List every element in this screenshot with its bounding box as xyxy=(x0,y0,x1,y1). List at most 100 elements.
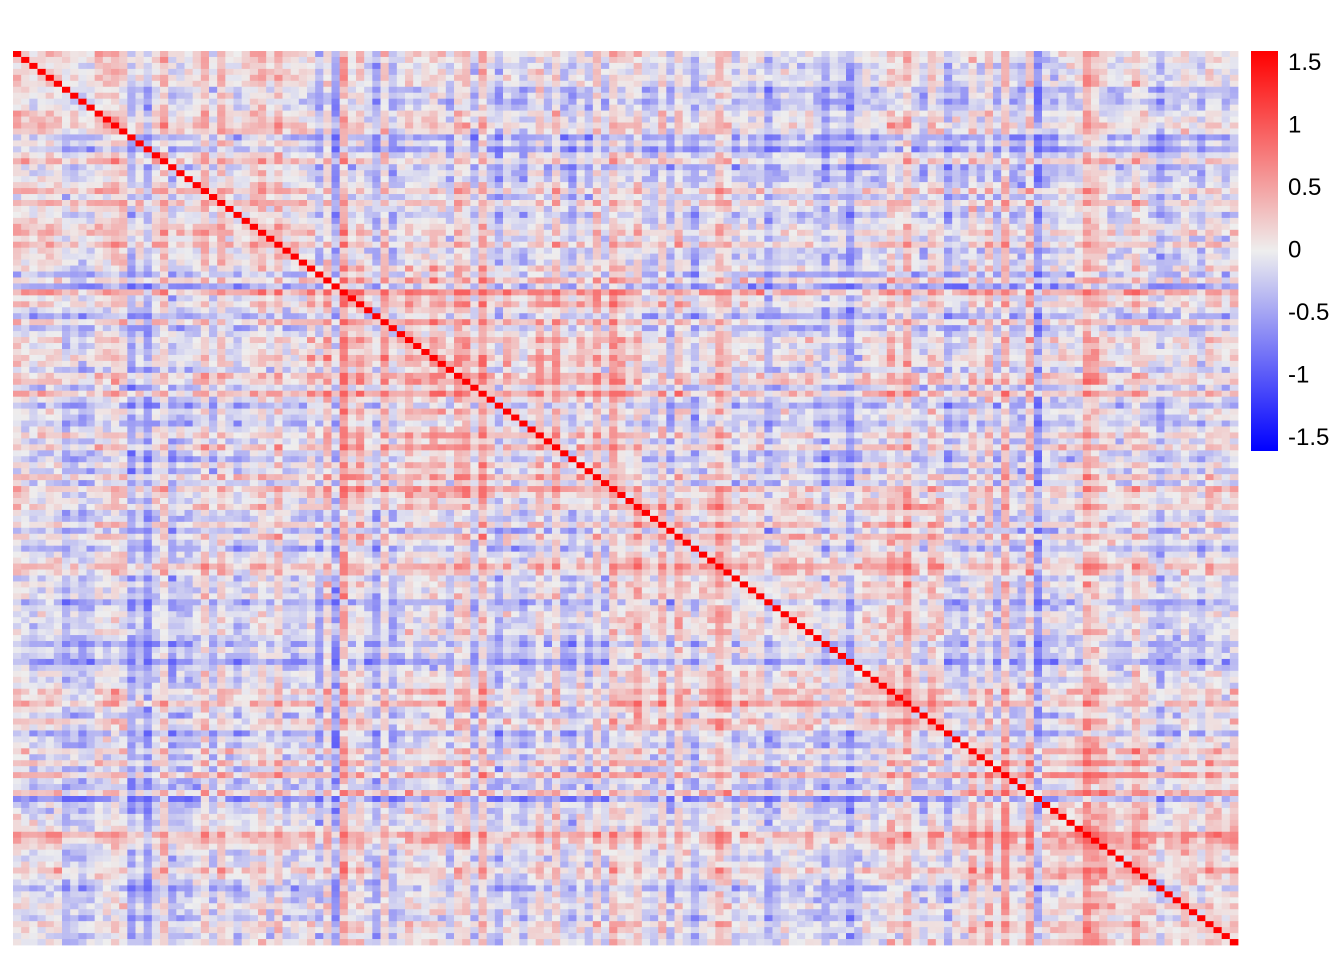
heatmap-cell xyxy=(805,51,814,57)
heatmap-cell xyxy=(454,63,463,69)
heatmap-cell xyxy=(1132,63,1141,69)
heatmap-cell xyxy=(405,51,414,57)
heatmap-cell xyxy=(332,69,341,75)
heatmap-cell xyxy=(389,117,398,123)
heatmap-cell xyxy=(356,93,365,99)
heatmap-cell xyxy=(299,63,308,69)
heatmap-cell xyxy=(413,69,422,75)
heatmap-cell xyxy=(1189,63,1198,69)
heatmap-cell xyxy=(1034,123,1043,129)
heatmap-cell xyxy=(1230,51,1239,57)
heatmap-cell xyxy=(764,123,773,129)
heatmap-cell xyxy=(822,51,831,57)
heatmap-cell xyxy=(936,117,945,123)
heatmap-cell xyxy=(323,63,332,69)
heatmap-cell xyxy=(1124,93,1133,99)
heatmap-cell xyxy=(242,123,251,129)
heatmap-cell xyxy=(552,81,561,87)
heatmap-cell xyxy=(340,117,349,123)
heatmap-cell xyxy=(291,117,300,123)
heatmap-cell xyxy=(1230,87,1239,93)
heatmap-cell xyxy=(389,87,398,93)
heatmap-cell xyxy=(340,99,349,105)
heatmap-cell xyxy=(1116,81,1125,87)
heatmap-cell xyxy=(87,123,96,129)
heatmap-cell xyxy=(1214,105,1223,111)
heatmap-cell xyxy=(209,117,218,123)
heatmap-cell xyxy=(634,93,643,99)
heatmap-cell xyxy=(707,69,716,75)
heatmap-cell xyxy=(732,69,741,75)
heatmap-cell xyxy=(1034,93,1043,99)
heatmap-cell xyxy=(1083,111,1092,117)
heatmap-cell xyxy=(307,99,316,105)
heatmap-cell xyxy=(470,51,479,57)
heatmap-cell xyxy=(242,51,251,57)
heatmap-cell xyxy=(1001,87,1010,93)
heatmap-cell xyxy=(944,63,953,69)
heatmap-cell xyxy=(1124,117,1133,123)
heatmap-cell xyxy=(977,63,986,69)
heatmap-cell xyxy=(1116,99,1125,105)
heatmap-cell xyxy=(1148,57,1157,63)
heatmap-cell xyxy=(805,63,814,69)
heatmap-cell xyxy=(887,93,896,99)
heatmap-cell xyxy=(764,105,773,111)
heatmap-cell xyxy=(1001,51,1010,57)
heatmap-cell xyxy=(609,123,618,129)
heatmap-cell xyxy=(1214,87,1223,93)
heatmap-cell xyxy=(601,87,610,93)
heatmap-cell xyxy=(127,75,136,81)
heatmap-cell xyxy=(152,105,161,111)
heatmap-cell xyxy=(593,75,602,81)
heatmap-cell xyxy=(250,87,259,93)
heatmap-cell xyxy=(372,99,381,105)
heatmap-cell xyxy=(193,123,202,129)
heatmap-cell xyxy=(544,117,553,123)
heatmap-cell xyxy=(560,117,569,123)
heatmap-cell xyxy=(1083,57,1092,63)
heatmap-cell xyxy=(356,123,365,129)
heatmap-cell xyxy=(887,111,896,117)
heatmap-cell xyxy=(266,99,275,105)
heatmap-cell xyxy=(495,123,504,129)
heatmap-cell xyxy=(103,51,112,57)
heatmap-cell xyxy=(1156,69,1165,75)
heatmap-cell xyxy=(364,105,373,111)
heatmap-cell xyxy=(503,111,512,117)
heatmap-cell xyxy=(1018,93,1027,99)
heatmap-cell xyxy=(470,63,479,69)
heatmap-cell xyxy=(846,87,855,93)
heatmap-cell xyxy=(1165,57,1174,63)
heatmap-cell xyxy=(969,69,978,75)
heatmap-cell xyxy=(683,93,692,99)
heatmap-cell xyxy=(454,87,463,93)
heatmap-cell xyxy=(511,69,520,75)
heatmap-cell xyxy=(381,57,390,63)
heatmap-cell xyxy=(879,51,888,57)
heatmap-cell xyxy=(887,81,896,87)
heatmap-cell xyxy=(862,99,871,105)
heatmap-cell xyxy=(62,63,71,69)
heatmap-cell xyxy=(13,69,22,75)
heatmap-cell xyxy=(585,117,594,123)
heatmap-cell xyxy=(552,123,561,129)
heatmap-cell xyxy=(854,93,863,99)
heatmap-cell xyxy=(1083,87,1092,93)
heatmap-cell xyxy=(315,117,324,123)
heatmap-cell xyxy=(454,99,463,105)
heatmap-cell xyxy=(862,75,871,81)
heatmap-cell xyxy=(1214,51,1223,57)
heatmap-cell xyxy=(1124,57,1133,63)
heatmap-cell xyxy=(160,105,169,111)
heatmap-cell xyxy=(781,51,790,57)
heatmap-cell xyxy=(250,69,259,75)
heatmap-cell xyxy=(1009,123,1018,129)
heatmap-cell xyxy=(1009,63,1018,69)
heatmap-cell xyxy=(127,111,136,117)
heatmap-cell xyxy=(911,69,920,75)
heatmap-cell xyxy=(193,51,202,57)
heatmap-cell xyxy=(176,75,185,81)
heatmap-cell xyxy=(13,117,22,123)
heatmap-cell xyxy=(969,111,978,117)
